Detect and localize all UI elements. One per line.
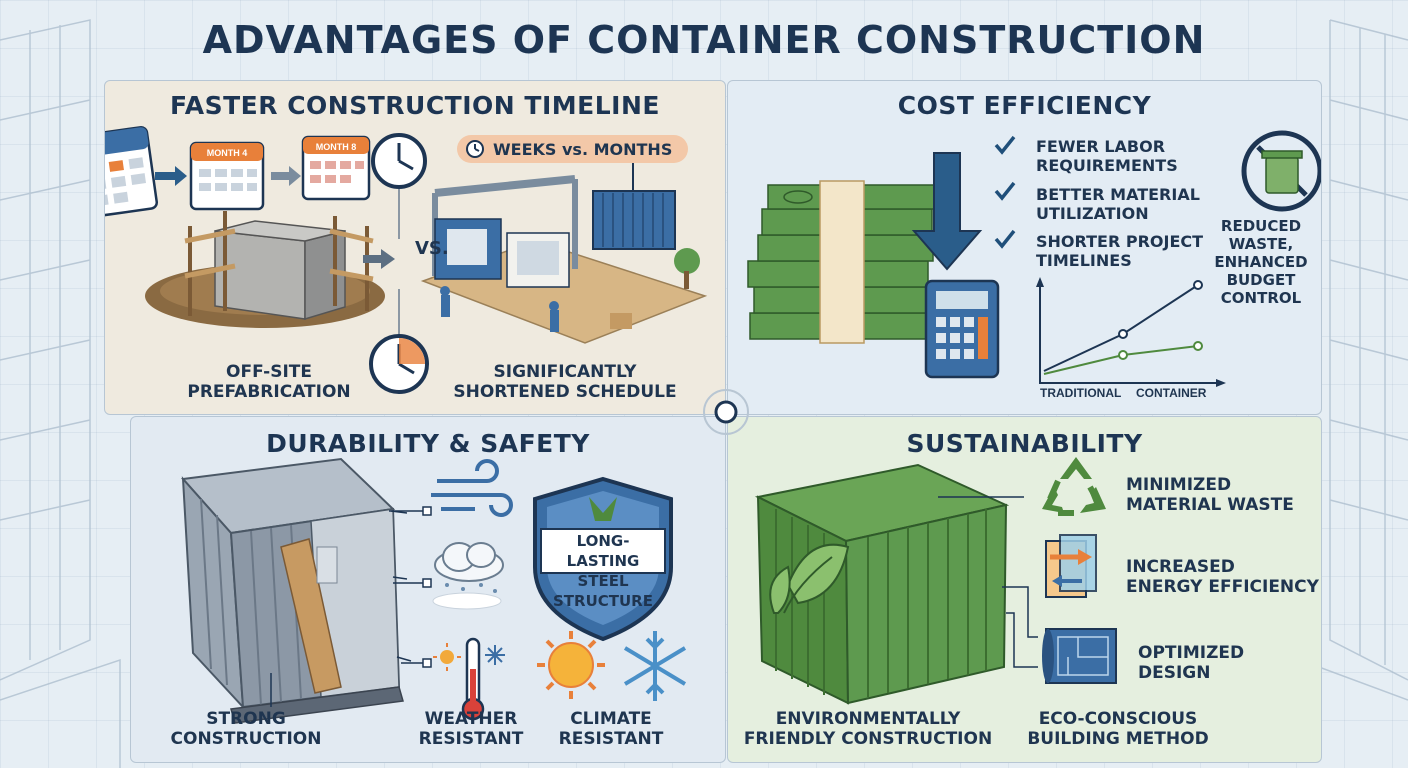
- check-item-labor: FEWER LABOR REQUIREMENTS: [1036, 137, 1178, 175]
- weeks-vs-months-text: WEEKS vs. MONTHS: [493, 139, 673, 159]
- check-item-timelines: SHORTER PROJECT TIMELINES: [1036, 232, 1204, 270]
- chart-x-label-traditional: TRADITIONAL: [1040, 386, 1122, 400]
- calculator-icon: [924, 279, 1000, 379]
- reduced-waste-label: REDUCED WASTE, ENHANCED BUDGET CONTROL: [1214, 217, 1308, 307]
- main-title: ADVANTAGES OF CONTAINER CONSTRUCTION: [202, 18, 1206, 62]
- cost-comparison-chart: [1036, 277, 1226, 387]
- clock-icon: [371, 133, 427, 189]
- panel-title-cost: COST EFFICIENCY: [897, 91, 1152, 120]
- recycle-icon: [1042, 457, 1106, 516]
- calendar-month-label: MONTH 8: [316, 142, 357, 152]
- panel-faster-timeline: FASTER CONSTRUCTION TIMELINE: [104, 80, 726, 415]
- panel-cost-efficiency: COST EFFICIENCY: [727, 80, 1322, 415]
- shield-icon: [533, 476, 673, 642]
- sun-icon: [537, 631, 605, 699]
- label-energy-efficiency: INCREASED ENERGY EFFICIENCY: [1126, 557, 1319, 597]
- durability-art: [180, 457, 687, 724]
- label-minimized-material-waste: MINIMIZED MATERIAL WASTE: [1126, 475, 1294, 515]
- blueprint-icon: [1042, 628, 1117, 684]
- snow-cloud-icon: [432, 542, 504, 610]
- cost-art: [747, 130, 1321, 387]
- money-stack-illustration: [747, 180, 937, 344]
- check-icon: [994, 229, 1016, 249]
- steel-container-cutaway-illustration: [180, 457, 412, 724]
- label-weather-resistant: WEATHER RESISTANT: [418, 709, 524, 749]
- center-hub-icon: [703, 389, 749, 435]
- vs-label: VS.: [415, 238, 449, 259]
- panel-title-faster: FASTER CONSTRUCTION TIMELINE: [170, 91, 660, 120]
- panel-title-sustainability: SUSTAINABILITY: [906, 429, 1143, 458]
- prefab-factory-illustration: [420, 161, 708, 344]
- label-environmentally-friendly: ENVIRONMENTALLY FRIENDLY CONSTRUCTION: [743, 709, 993, 749]
- traditional-construction-illustration: [145, 211, 385, 328]
- weeks-vs-months-badge: WEEKS vs. MONTHS: [457, 135, 689, 163]
- down-arrow-icon: [911, 152, 983, 271]
- shield-label: LONG-LASTING STEEL STRUCTURE: [553, 532, 653, 610]
- check-icon: [994, 181, 1016, 201]
- snowflake-small-icon: [485, 645, 505, 665]
- label-offsite-prefabrication: OFF-SITE PREFABRICATION: [187, 362, 351, 402]
- chart-x-label-container: CONTAINER: [1136, 386, 1207, 400]
- shipping-container-icon: [592, 161, 676, 250]
- check-item-material: BETTER MATERIAL UTILIZATION: [1036, 185, 1200, 223]
- check-icon: [994, 135, 1016, 155]
- no-waste-bin-icon: [1241, 130, 1321, 212]
- panel-sustainability: SUSTAINABILITY: [727, 416, 1322, 763]
- green-container-illustration: [754, 463, 1010, 705]
- label-eco-conscious: ECO-CONSCIOUS BUILDING METHOD: [1027, 709, 1209, 749]
- wind-icon: [431, 459, 513, 517]
- calendar-month-label: MONTH 4: [207, 148, 248, 158]
- sun-small-icon: [433, 643, 461, 671]
- label-shortened-schedule: SIGNIFICANTLY SHORTENED SCHEDULE: [453, 362, 677, 402]
- label-climate-resistant: CLIMATE RESISTANT: [558, 709, 664, 749]
- snowflake-icon: [623, 631, 687, 701]
- calendar-icon: [301, 135, 371, 201]
- clock-icon: [466, 140, 484, 158]
- panel-title-durability: DURABILITY & SAFETY: [266, 429, 590, 458]
- sustainability-art: [754, 457, 1117, 705]
- thermometer-icon: [461, 637, 485, 721]
- panel-durability-safety: DURABILITY & SAFETY: [130, 416, 726, 763]
- clock-icon: [369, 334, 429, 394]
- calendar-icon: [189, 141, 265, 211]
- insulation-panel-icon: [1045, 534, 1097, 598]
- calendar-icon: [105, 126, 159, 221]
- label-optimized-design: OPTIMIZED DESIGN: [1138, 643, 1245, 683]
- label-strong-construction: STRONG CONSTRUCTION: [170, 709, 322, 749]
